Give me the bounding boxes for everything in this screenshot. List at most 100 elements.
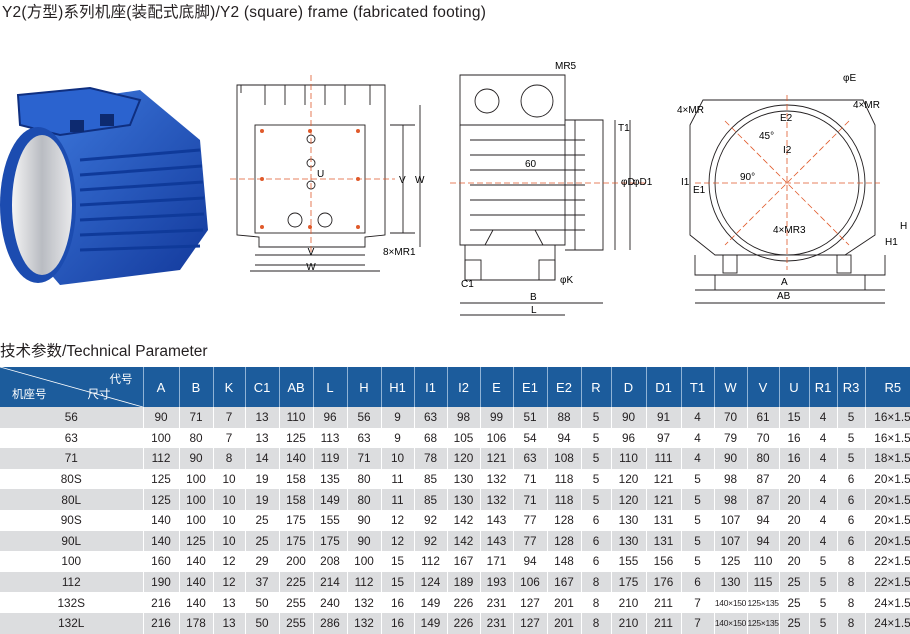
table-cell: 240: [313, 592, 348, 613]
table-cell: 149: [414, 612, 448, 634]
table-cell: 100: [347, 551, 382, 572]
table-cell: 118: [547, 468, 582, 490]
end-view: [689, 99, 886, 304]
table-cell: 25: [779, 592, 810, 613]
table-cell: 127: [513, 592, 548, 613]
table-cell: 16×1.5: [865, 407, 910, 428]
mr4-right-label: 4×MR: [853, 100, 880, 111]
table-cell: 8: [837, 592, 866, 613]
ab-label: AB: [777, 291, 791, 302]
table-cell: 100: [179, 489, 214, 510]
table-cell: 25: [779, 571, 810, 593]
table-cell: 128: [547, 530, 582, 552]
table-cell: 5: [837, 427, 866, 449]
table-cell: 148: [547, 551, 582, 572]
frame-number-cell: 100: [0, 551, 144, 572]
table-cell: 200: [279, 551, 314, 572]
d1-label: φD1: [633, 177, 653, 188]
table-cell: 10: [213, 530, 246, 552]
table-cell: 5: [809, 592, 838, 613]
corner-code-label: 代号: [109, 374, 133, 386]
table-cell: 20×1.5: [865, 489, 910, 510]
table-cell: 4: [681, 407, 715, 428]
column-header: K: [213, 367, 246, 407]
table-cell: 6: [581, 509, 612, 531]
table-cell: 9: [381, 427, 415, 449]
table-cell: 7: [213, 427, 246, 449]
table-cell: 211: [646, 612, 682, 634]
table-cell: 92: [414, 530, 448, 552]
column-header: R1: [809, 367, 838, 407]
table-cell: 5: [581, 427, 612, 449]
frame-number-cell: 132S: [0, 592, 144, 613]
column-header: W: [714, 367, 748, 407]
table-cell: 175: [611, 571, 647, 593]
b-label: B: [530, 292, 537, 303]
table-cell: 5: [681, 530, 715, 552]
table-cell: 94: [747, 530, 780, 552]
table-cell: 90: [347, 530, 382, 552]
table-cell: 51: [513, 407, 548, 428]
table-cell: 7: [681, 592, 715, 613]
table-cell: 16×1.5: [865, 427, 910, 449]
table-cell: 130: [611, 509, 647, 531]
dim-v-label: V: [308, 247, 315, 258]
table-cell: 127: [513, 612, 548, 634]
table-cell: 13: [245, 407, 280, 428]
table-cell: 92: [414, 509, 448, 531]
table-cell: 85: [414, 468, 448, 490]
table-cell: 15: [381, 571, 415, 593]
table-cell: 110: [747, 551, 780, 572]
table-cell: 120: [611, 489, 647, 510]
table-cell: 80: [747, 448, 780, 469]
l-label: L: [531, 305, 537, 316]
table-cell: 98: [714, 489, 748, 510]
frame-number-cell: 132L: [0, 612, 144, 634]
table-cell: 71: [513, 489, 548, 510]
table-cell: 25: [245, 530, 280, 552]
table-cell: 110: [279, 407, 314, 428]
table-cell: 9: [381, 407, 415, 428]
table-cell: 171: [480, 551, 514, 572]
column-header: E1: [513, 367, 548, 407]
table-cell: 125: [179, 530, 214, 552]
frame-number-cell: 56: [0, 407, 144, 428]
table-cell: 20×1.5: [865, 509, 910, 531]
corner-size-label: 尺寸: [87, 389, 111, 401]
table-cell: 125×135: [747, 592, 780, 613]
column-header: R5: [865, 367, 910, 407]
table-cell: 140: [279, 448, 314, 469]
table-cell: 118: [547, 489, 582, 510]
table-cell: 216: [143, 612, 180, 634]
table-cell: 6: [837, 530, 866, 552]
table-cell: 56: [347, 407, 382, 428]
table-cell: 125×135: [747, 612, 780, 634]
table-cell: 7: [681, 612, 715, 634]
table-cell: 208: [313, 551, 348, 572]
table-cell: 80: [347, 489, 382, 510]
table-cell: 120: [611, 468, 647, 490]
table-cell: 143: [480, 530, 514, 552]
table-cell: 8: [581, 571, 612, 593]
table-cell: 140: [179, 551, 214, 572]
table-cell: 115: [747, 571, 780, 593]
table-cell: 5: [837, 448, 866, 469]
table-cell: 20: [779, 509, 810, 531]
table-cell: 121: [480, 448, 514, 469]
h-label: H: [900, 221, 907, 232]
table-cell: 107: [714, 509, 748, 531]
table-cell: 155: [313, 509, 348, 531]
mr1-label: 8×MR1: [383, 247, 416, 258]
deg90-label: 90°: [740, 172, 755, 183]
table-cell: 5: [581, 448, 612, 469]
table-cell: 63: [513, 448, 548, 469]
table-cell: 19: [245, 489, 280, 510]
table-cell: 231: [480, 612, 514, 634]
table-cell: 125: [143, 489, 180, 510]
table-cell: 97: [646, 427, 682, 449]
table-cell: 25: [779, 612, 810, 634]
table-cell: 96: [611, 427, 647, 449]
